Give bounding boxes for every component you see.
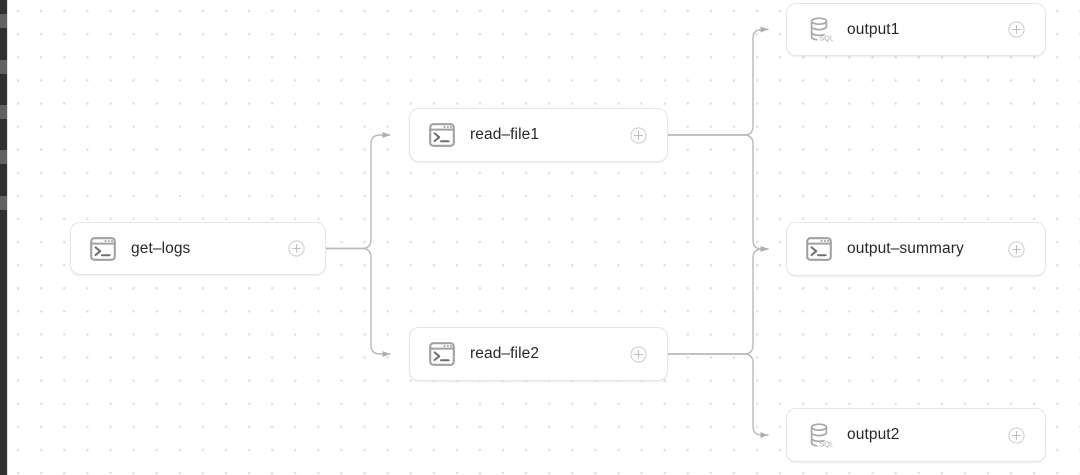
node-output1[interactable]: SQL output1 bbox=[786, 3, 1046, 56]
node-output-summary[interactable]: output–summary bbox=[786, 222, 1046, 276]
plus-circle-icon[interactable] bbox=[288, 240, 305, 257]
node-label: read–file2 bbox=[470, 345, 540, 362]
node-read-file1[interactable]: read–file1 bbox=[409, 108, 668, 162]
sidebar-divider bbox=[7, 0, 8, 475]
sidebar-icon-5[interactable] bbox=[0, 196, 7, 210]
terminal-icon bbox=[428, 121, 456, 149]
sidebar-icon-4[interactable] bbox=[0, 150, 7, 164]
sql-database-icon: SQL bbox=[805, 421, 833, 449]
terminal-icon bbox=[89, 235, 117, 263]
edge-read-file1-output1 bbox=[659, 26, 769, 136]
node-get-logs[interactable]: get–logs bbox=[70, 222, 326, 275]
terminal-icon bbox=[805, 235, 833, 263]
plus-circle-icon[interactable] bbox=[630, 345, 647, 363]
edge-get-logs-read-file2 bbox=[317, 247, 391, 357]
node-read-file2[interactable]: read–file2 bbox=[409, 327, 668, 381]
edge-read-file2-output2 bbox=[659, 353, 769, 438]
sidebar-icon-1[interactable] bbox=[0, 14, 7, 28]
node-output2[interactable]: SQL output2 bbox=[786, 408, 1046, 462]
sql-label: SQL bbox=[819, 34, 833, 43]
plus-circle-icon[interactable] bbox=[630, 126, 647, 144]
node-label: output–summary bbox=[847, 240, 964, 257]
sidebar-icon-3[interactable] bbox=[0, 105, 7, 119]
terminal-icon bbox=[428, 340, 456, 368]
node-label: read–file1 bbox=[470, 126, 540, 143]
node-label: output1 bbox=[847, 20, 900, 38]
node-label: get–logs bbox=[131, 239, 191, 257]
workflow-canvas[interactable]: get–logs read–f bbox=[8, 0, 1080, 475]
plus-circle-icon[interactable] bbox=[1008, 21, 1025, 38]
edge-read-file2-output-summary bbox=[659, 245, 769, 355]
plus-circle-icon[interactable] bbox=[1008, 426, 1025, 444]
sidebar-icon-2[interactable] bbox=[0, 60, 7, 74]
node-label: output2 bbox=[847, 426, 900, 443]
edge-get-logs-read-file1 bbox=[317, 131, 391, 250]
app-sidebar-strip[interactable] bbox=[0, 0, 7, 475]
plus-circle-icon[interactable] bbox=[1008, 240, 1025, 258]
sql-label: SQL bbox=[819, 439, 833, 448]
sql-database-icon: SQL bbox=[805, 16, 833, 44]
edge-read-file1-output-summary bbox=[659, 134, 769, 252]
